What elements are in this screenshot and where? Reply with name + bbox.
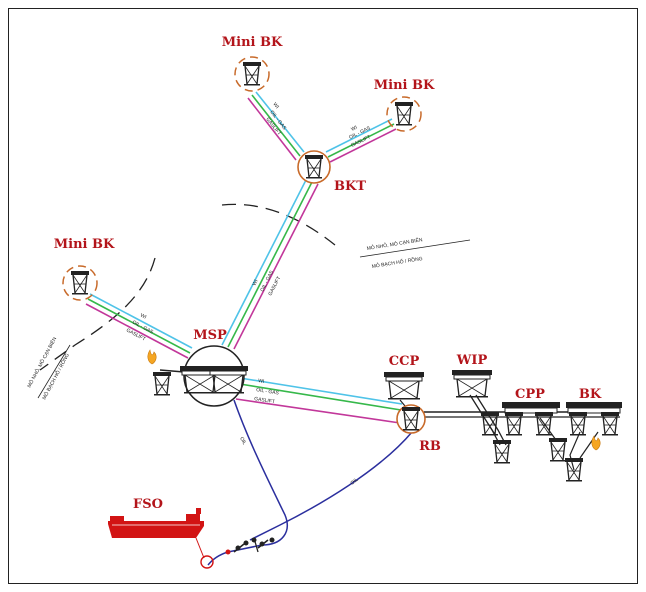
wip-platform: [451, 369, 512, 465]
mini-bk-right-platform: [386, 96, 422, 132]
svg-text:WI: WI: [350, 125, 358, 133]
svg-text:WI: WI: [251, 279, 259, 287]
pipe-labels-msp-rb: WI OIL - GAS GASLIFT: [254, 378, 280, 405]
svg-text:WI: WI: [139, 312, 147, 320]
bk-platform: [564, 402, 622, 483]
field-boundary-left: [39, 257, 156, 371]
svg-text:WI: WI: [271, 102, 279, 111]
mini-bk-left-platform: [62, 265, 98, 301]
rb-platform: [396, 404, 426, 434]
svg-text:WI: WI: [258, 378, 265, 385]
pipe-label-oil-msp: OIL: [238, 436, 247, 446]
valve-manifold: [225, 537, 275, 555]
boundary-text-upper-1: MỎ NHỎ, MỎ CẠN BIÊN: [366, 235, 423, 252]
bkt-label: BKT: [334, 179, 366, 194]
oil-line-msp-fso: [207, 399, 288, 566]
mini-bk-right-label: Mini BK: [374, 78, 435, 93]
flare-icon: [591, 435, 601, 451]
mini-bk-left-label: Mini BK: [54, 237, 115, 252]
pipe-label-oil-rb: OIL: [350, 477, 360, 487]
ccp-label: CCP: [389, 354, 420, 369]
wip-label: WIP: [456, 353, 488, 368]
fso-vessel: [108, 508, 204, 538]
boundary-text-upper-2: MỎ BẠCH HỔ / RỒNG: [371, 255, 423, 270]
cpp-platform: [502, 402, 568, 463]
flare-icon: [147, 349, 157, 365]
svg-text:GASLIFT: GASLIFT: [254, 396, 276, 405]
spm-buoy: [195, 537, 214, 569]
field-boundary-upper: [221, 203, 336, 246]
oil-line-rb-fso: [249, 431, 413, 541]
boundary-line-left: [37, 344, 71, 399]
pipeline-bkt-msp: [221, 179, 319, 350]
bkt-platform: [297, 150, 331, 184]
pipe-labels-minibk-right: WI OIL - GAS GASLIFT: [348, 125, 372, 149]
mini-bk-top-platform: [234, 56, 270, 92]
pipeline-minibk-right-bkt: [325, 118, 397, 163]
rb-label: RB: [419, 439, 441, 454]
pipeline-msp-rb: [235, 377, 403, 424]
bk-label: BK: [579, 387, 602, 402]
diagram-frame: [8, 8, 638, 584]
msp-label: MSP: [193, 328, 227, 343]
svg-text:OIL - GAS: OIL - GAS: [256, 387, 280, 397]
mini-bk-top-label: Mini BK: [222, 35, 283, 50]
cpp-label: CPP: [515, 387, 545, 402]
pipeline-minibk-left-msp: [85, 293, 193, 359]
msp-platform: [147, 345, 249, 407]
pipeline-minibk-top-bkt: [247, 91, 305, 161]
boundary-line-upper: [359, 239, 471, 258]
fso-label: FSO: [133, 497, 163, 512]
